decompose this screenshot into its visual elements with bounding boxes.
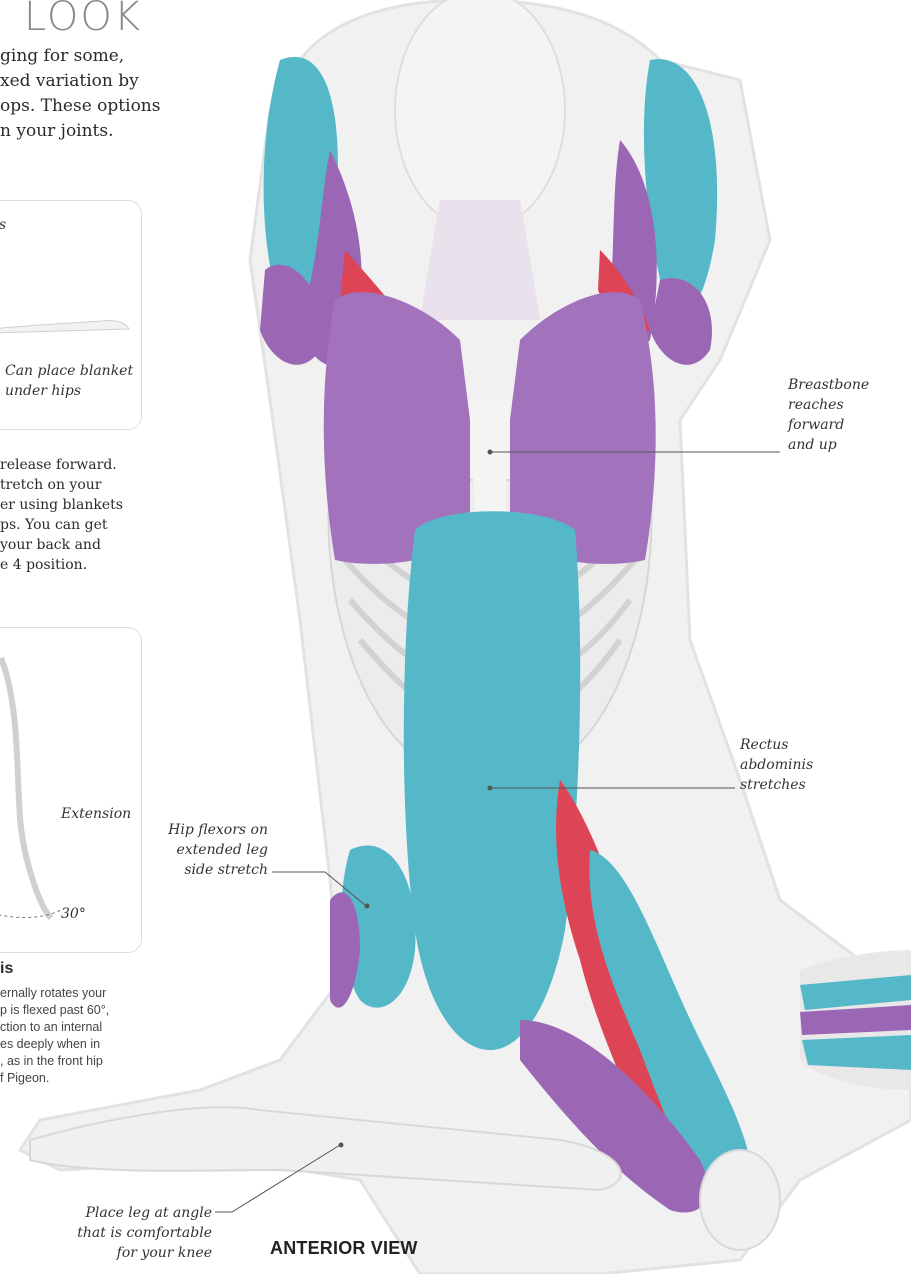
section-line: es deeply when in	[0, 1036, 109, 1053]
annotation-line: Place leg at angle	[70, 1203, 212, 1223]
intro-line: ging for some,	[0, 44, 175, 69]
leg-sketch	[0, 648, 61, 938]
box1-caption-line: under hips	[5, 381, 133, 401]
annotation-line: abdominis	[740, 755, 813, 775]
rectus-abdominis	[404, 511, 580, 1050]
body-paragraph: release forward. tretch on your er using…	[0, 455, 170, 575]
variation-box-2: Extension 30°	[0, 627, 142, 953]
section-line: p is flexed past 60°,	[0, 1002, 109, 1019]
annotation-breastbone: Breastbone reaches forward and up	[788, 375, 869, 455]
section-line: , as in the front hip	[0, 1053, 109, 1070]
paragraph-line: tretch on your	[0, 475, 170, 495]
paragraph-line: release forward.	[0, 455, 170, 475]
box1-fragment: s	[0, 215, 6, 235]
annotation-rectus: Rectus abdominis stretches	[740, 735, 813, 795]
extended-leg-teal2	[802, 1035, 911, 1070]
annotation-line: that is comfortable	[70, 1223, 212, 1243]
box1-caption-line: Can place blanket	[5, 361, 133, 381]
intro-line: ops. These options	[0, 94, 175, 119]
view-title: ANTERIOR VIEW	[270, 1238, 418, 1259]
paragraph-line: er using blankets	[0, 495, 170, 515]
paragraph-line: ps. You can get	[0, 515, 170, 535]
annotation-line: side stretch	[160, 860, 268, 880]
annotation-line: Hip flexors on	[160, 820, 268, 840]
annotation-line: reaches	[788, 395, 869, 415]
pose-sketch	[0, 301, 131, 341]
sternum	[470, 400, 510, 520]
section-line: ernally rotates your	[0, 985, 109, 1002]
annotation-line: extended leg	[160, 840, 268, 860]
neck	[420, 200, 540, 320]
annotation-line: and up	[788, 435, 869, 455]
variation-box-1: s Can place blanket under hips	[0, 200, 142, 430]
knee-bone	[700, 1150, 780, 1250]
section-text: ernally rotates your p is flexed past 60…	[0, 985, 109, 1087]
section-line: ction to an internal	[0, 1019, 109, 1036]
annotation-hip-flexors: Hip flexors on extended leg side stretch	[160, 820, 268, 880]
head	[395, 0, 565, 230]
annotation-line: Breastbone	[788, 375, 869, 395]
section-line: f Pigeon.	[0, 1070, 109, 1087]
annotation-line: forward	[788, 415, 869, 435]
intro-line: n your joints.	[0, 119, 175, 144]
angle-label: 30°	[61, 904, 86, 924]
extension-label: Extension	[61, 804, 131, 824]
box1-caption: Can place blanket under hips	[5, 361, 133, 401]
page-heading: LOOK	[24, 0, 142, 40]
annotation-line: stretches	[740, 775, 813, 795]
annotation-line: for your knee	[70, 1243, 212, 1263]
annotation-leg: Place leg at angle that is comfortable f…	[70, 1203, 212, 1263]
paragraph-line: e 4 position.	[0, 555, 170, 575]
section-subhead: is	[0, 960, 13, 978]
paragraph-line: your back and	[0, 535, 170, 555]
intro-line: xed variation by	[0, 69, 175, 94]
annotation-line: Rectus	[740, 735, 813, 755]
intro-text: ging for some, xed variation by ops. The…	[0, 44, 175, 144]
